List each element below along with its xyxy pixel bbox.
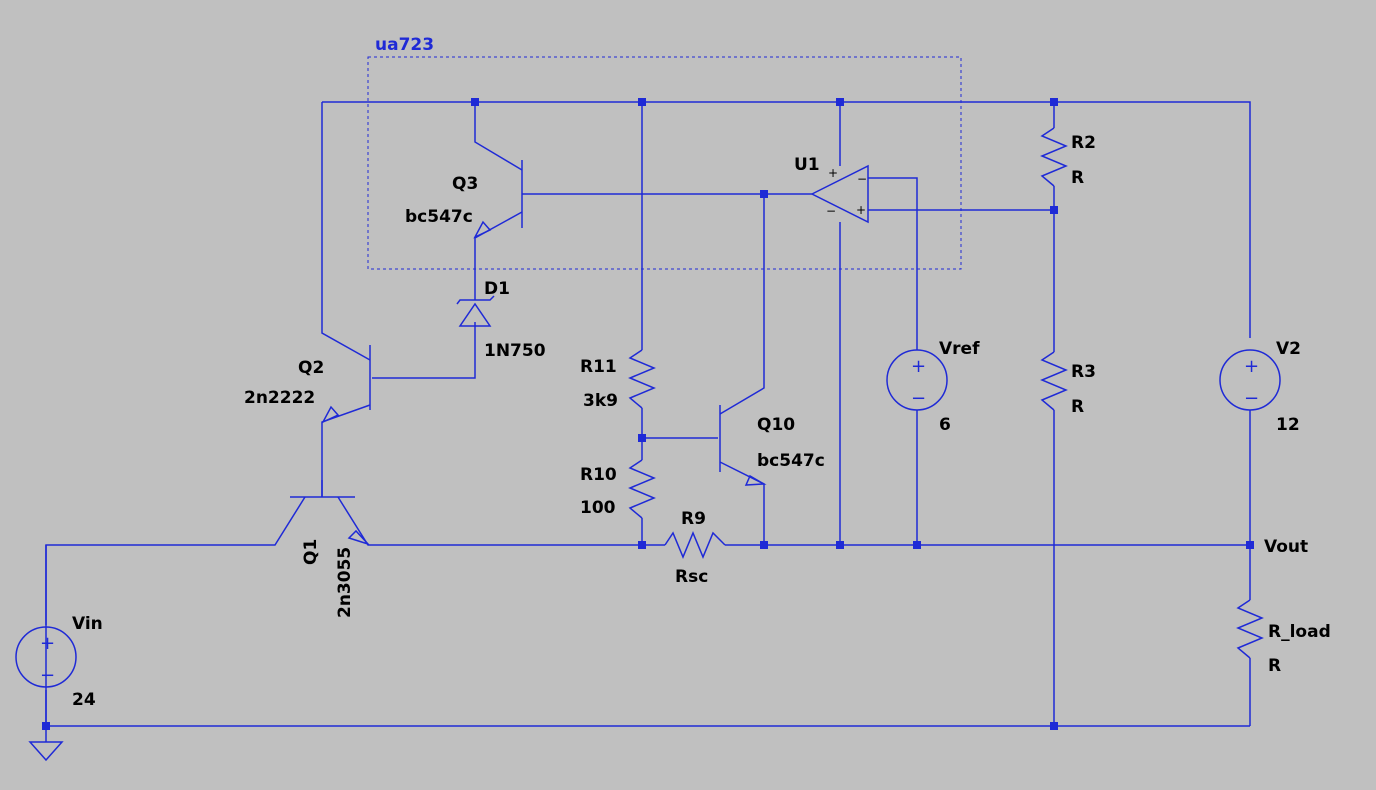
u1-ref: U1 bbox=[794, 155, 820, 175]
wire-q3-collector bbox=[474, 102, 523, 171]
ua723-block-boundary bbox=[367, 56, 962, 270]
vref-plus-sign: + bbox=[911, 356, 926, 377]
u1-vminus-sign: − bbox=[826, 204, 836, 218]
junction-dot bbox=[913, 541, 921, 549]
ua723-block-label: ua723 bbox=[375, 35, 434, 55]
vin-minus-sign: − bbox=[40, 665, 55, 686]
r10-value: 100 bbox=[580, 498, 616, 518]
q1-ref: Q1 bbox=[301, 539, 321, 565]
vref-ref: Vref bbox=[939, 339, 980, 359]
r9-value: Rsc bbox=[675, 567, 708, 587]
r2-value: R bbox=[1071, 168, 1084, 188]
junction-dot bbox=[638, 98, 646, 106]
r2-ref: R2 bbox=[1071, 133, 1096, 153]
wires bbox=[45, 101, 1251, 742]
r-load-value: R bbox=[1268, 656, 1281, 676]
vout-net-label: Vout bbox=[1264, 537, 1308, 557]
junctions bbox=[42, 98, 1254, 730]
transistor-q3[interactable] bbox=[473, 160, 523, 239]
r-load-ref: R_load bbox=[1268, 622, 1331, 642]
wire-q3-emitter bbox=[474, 211, 523, 300]
d1-value: 1N750 bbox=[484, 341, 546, 361]
q2-value: 2n2222 bbox=[244, 388, 315, 408]
r3-ref: R3 bbox=[1071, 362, 1096, 382]
vref-minus-sign: − bbox=[911, 388, 926, 409]
r10-ref: R10 bbox=[580, 465, 617, 485]
vref-value: 6 bbox=[939, 415, 951, 435]
vin-ref: Vin bbox=[72, 614, 103, 634]
transistor-q1[interactable] bbox=[290, 480, 371, 546]
wire-q2-collector bbox=[321, 102, 371, 361]
voltage-source-vref[interactable] bbox=[886, 349, 948, 411]
q10-ref: Q10 bbox=[757, 415, 795, 435]
junction-dot bbox=[836, 98, 844, 106]
resistor-r11[interactable] bbox=[628, 349, 656, 409]
wire-opamp-inv-vref bbox=[868, 177, 918, 350]
vin-plus-sign: + bbox=[40, 633, 55, 654]
v2-plus-sign: + bbox=[1244, 356, 1259, 377]
junction-dot bbox=[1050, 206, 1058, 214]
resistor-r3[interactable] bbox=[1040, 351, 1068, 411]
wire-q1-emitter bbox=[337, 496, 642, 546]
wire-q2-emitter bbox=[321, 404, 371, 497]
resistor-r-load[interactable] bbox=[1236, 599, 1264, 659]
q10-value: bc547c bbox=[757, 451, 825, 471]
junction-dot bbox=[42, 722, 50, 730]
vin-value: 24 bbox=[72, 690, 96, 710]
zener-d1[interactable] bbox=[456, 295, 495, 327]
wire-vout-net bbox=[725, 544, 1251, 600]
junction-dot bbox=[760, 541, 768, 549]
wire-r10-bottom bbox=[641, 518, 665, 546]
voltage-source-vin[interactable] bbox=[15, 626, 77, 688]
r3-value: R bbox=[1071, 397, 1084, 417]
q1-value: 2n3055 bbox=[335, 547, 355, 618]
wire-d1-q2-base bbox=[372, 322, 476, 379]
r9-ref: R9 bbox=[681, 509, 706, 529]
q2-ref: Q2 bbox=[298, 358, 324, 378]
q3-value: bc547c bbox=[405, 207, 473, 227]
u1-inverting-sign: − bbox=[857, 172, 867, 186]
wire-q10-emitter bbox=[719, 461, 765, 545]
junction-dot bbox=[760, 190, 768, 198]
transistor-q10[interactable] bbox=[719, 405, 767, 486]
junction-dot bbox=[1050, 98, 1058, 106]
wire-q10-collector bbox=[719, 194, 765, 415]
opamp-u1[interactable] bbox=[810, 164, 869, 224]
v2-ref: V2 bbox=[1276, 339, 1301, 359]
u1-noninverting-sign: + bbox=[856, 203, 866, 217]
d1-ref: D1 bbox=[484, 279, 510, 299]
wire-top-rail bbox=[322, 101, 1251, 338]
junction-dot bbox=[638, 541, 646, 549]
junction-dot bbox=[638, 434, 646, 442]
resistor-r10[interactable] bbox=[628, 459, 656, 519]
resistor-r2[interactable] bbox=[1040, 127, 1068, 187]
junction-dot bbox=[471, 98, 479, 106]
q3-ref: Q3 bbox=[452, 174, 478, 194]
junction-dot bbox=[1246, 541, 1254, 549]
u1-vplus-sign: + bbox=[828, 166, 838, 180]
v2-value: 12 bbox=[1276, 415, 1300, 435]
junction-dot bbox=[836, 541, 844, 549]
resistor-r9[interactable] bbox=[664, 531, 726, 559]
voltage-source-v2[interactable] bbox=[1219, 349, 1281, 411]
v2-minus-sign: − bbox=[1244, 388, 1259, 409]
junction-dot bbox=[1050, 722, 1058, 730]
transistor-q2[interactable] bbox=[321, 345, 371, 424]
r11-ref: R11 bbox=[580, 357, 617, 377]
r11-value: 3k9 bbox=[583, 391, 618, 411]
wire-q1-collector bbox=[45, 496, 306, 726]
ground-icon bbox=[28, 741, 64, 762]
